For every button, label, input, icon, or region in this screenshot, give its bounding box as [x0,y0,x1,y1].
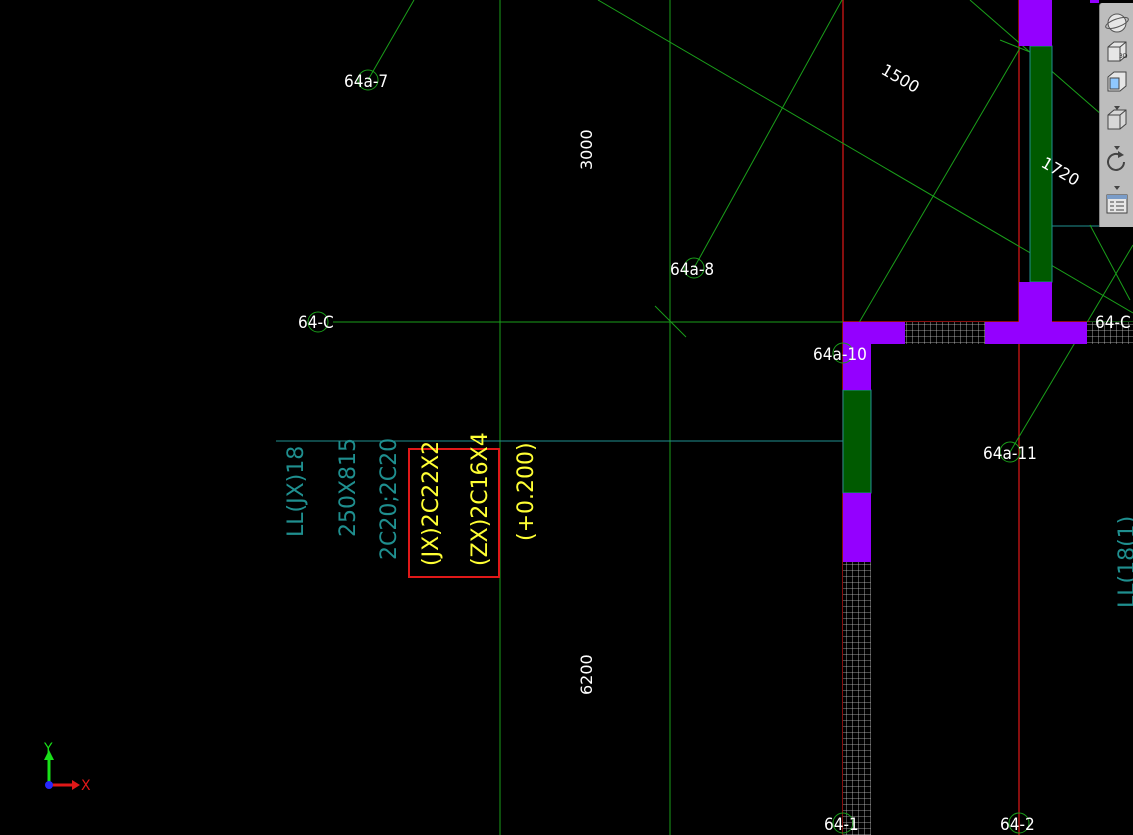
grid-label-64-c-left: 64-C [298,313,334,333]
diag-line-a8 [693,0,843,269]
grid-bubble-a11 [999,441,1021,463]
grid-label-64a-10: 64a-10 [813,345,867,365]
axis-label-x: X [81,778,91,794]
beam-elevation: (+0.200) [514,442,539,541]
view-cube-front-icon[interactable] [1104,69,1130,95]
coupling-beam-left[interactable] [842,389,872,494]
wall-hatched-horizontal-1[interactable] [905,322,985,344]
view-3d-button[interactable]: 3D [1104,39,1130,65]
column-right-stub[interactable] [1019,282,1052,322]
beam-name: LL(JX)18 [284,446,309,537]
ucs-axis-icon: Y X [43,741,91,794]
view-manager-icon[interactable] [1104,191,1130,217]
column-right-top[interactable] [1019,0,1099,46]
view-cube-icon[interactable] [1104,107,1130,133]
diag-line-a11 [1009,244,1133,453]
column-right-mid[interactable] [985,322,1087,344]
grid-label-64a-7: 64a-7 [344,72,388,92]
wall-hatched-horizontal-2[interactable] [1087,322,1133,344]
svg-text:3D: 3D [1119,53,1128,60]
grid-label-64-1: 64-1 [824,815,859,835]
tick-mark-a8 [654,305,687,338]
dimension-6200: 6200 [577,654,596,695]
chevron-down-icon[interactable] [1104,137,1130,150]
grid-bubble-a10 [832,342,854,364]
diag-line-a10 [842,47,1021,351]
grid-bubble-2 [1008,812,1030,834]
beam-stirrup: 2C20;2C20 [377,438,402,560]
grid-bubble-a8 [683,257,705,279]
beam-zx-rebar: (ZX)2C16X4 [468,432,493,566]
beam-size: 250X815 [336,438,361,537]
dimension-3000: 3000 [577,129,596,170]
chevron-down-icon[interactable] [1104,97,1130,110]
diag-line-short [1089,224,1131,301]
grid-label-64a-11: 64a-11 [983,444,1037,464]
grid-label-64-c-right: 64-C [1095,313,1131,333]
column-lower[interactable] [843,493,871,562]
grid-bubble-a7 [357,69,379,91]
view-navigation-toolbar: 3D [1099,3,1133,227]
grid-label-64a-8: 64a-8 [670,260,714,280]
diag-line-a7 [367,0,415,81]
grid-bubble-c-left [307,311,329,333]
axis-label-y: Y [43,741,53,757]
highlight-box[interactable] [408,448,500,578]
orbit-sphere-icon[interactable] [1104,9,1130,35]
grid-label-64-2: 64-2 [1000,815,1035,835]
wall-hatched-vertical[interactable] [843,562,871,835]
column-l-shape[interactable] [843,322,905,390]
rotate-icon[interactable] [1104,149,1130,175]
grid-bubble-1 [832,812,854,834]
dimension-1500: 1500 [878,60,923,97]
beam-jx-rebar: (JX)2C22X2 [419,441,444,566]
side-beam-label: LL(18(1) [1115,516,1133,608]
chevron-down-icon[interactable] [1104,177,1130,190]
